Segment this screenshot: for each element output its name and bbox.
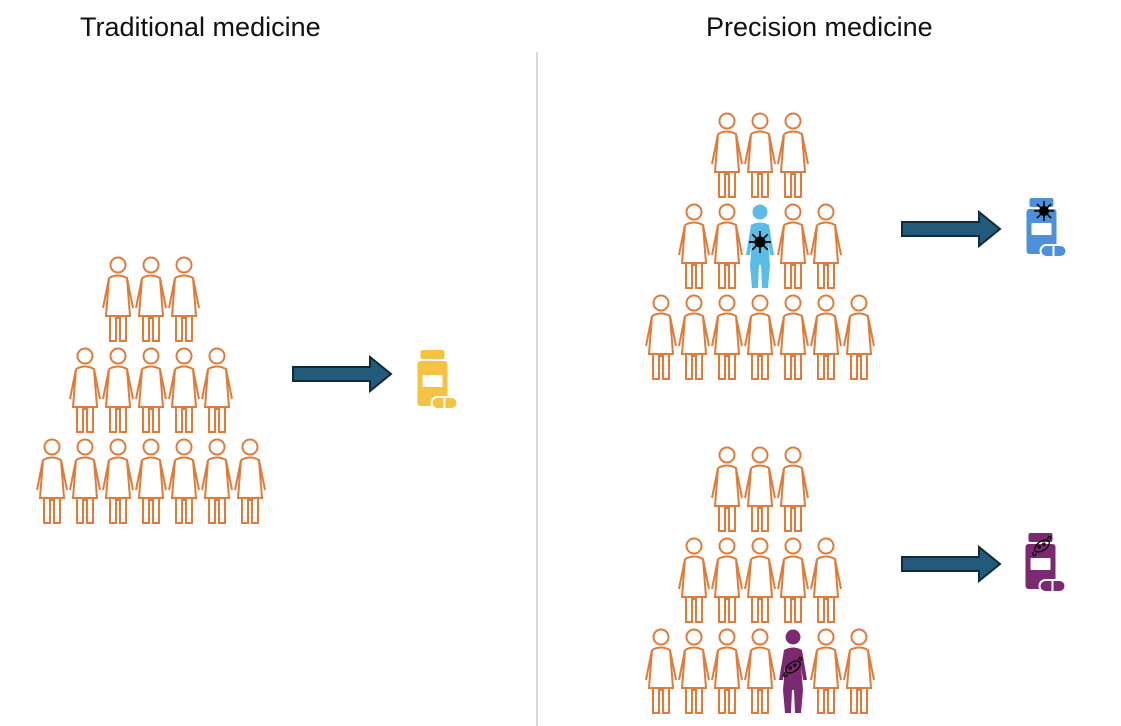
person-icon <box>168 347 200 433</box>
person-icon <box>744 537 776 623</box>
person-icon <box>744 294 776 380</box>
person-icon <box>69 438 101 524</box>
person-icon <box>135 347 167 433</box>
section-divider <box>536 52 538 726</box>
precision-virus-patient-group <box>645 112 875 380</box>
person-icon <box>711 446 743 532</box>
person-icon <box>36 438 68 524</box>
person-icon <box>711 112 743 198</box>
person-icon <box>810 537 842 623</box>
person-icon <box>645 628 677 714</box>
virus-targeted-medicine-bottle-icon <box>1025 198 1068 259</box>
person-icon <box>810 294 842 380</box>
person-icon <box>777 446 809 532</box>
person-icon <box>69 347 101 433</box>
person-icon <box>744 628 776 714</box>
person-icon <box>135 256 167 342</box>
person-icon <box>810 628 842 714</box>
person-icon <box>678 628 710 714</box>
generic-medicine-bottle-icon <box>416 350 459 411</box>
person-icon <box>711 294 743 380</box>
traditional-medicine-title: Traditional medicine <box>80 12 321 42</box>
person-icon <box>843 628 875 714</box>
person-icon <box>744 446 776 532</box>
bacteria-targeted-medicine-bottle-icon <box>1024 533 1067 594</box>
person-icon <box>744 112 776 198</box>
precision-bacteria-arrow <box>901 544 1002 584</box>
person-icon <box>201 438 233 524</box>
person-icon <box>711 628 743 714</box>
traditional-patient-group <box>36 256 266 524</box>
person-icon <box>234 438 266 524</box>
person-icon <box>711 203 743 289</box>
person-icon <box>135 438 167 524</box>
person-icon <box>201 347 233 433</box>
traditional-arrow <box>292 354 393 394</box>
person-icon <box>102 347 134 433</box>
person-icon <box>711 537 743 623</box>
person-icon <box>102 438 134 524</box>
precision-bacteria-patient-group <box>645 446 875 714</box>
person-icon <box>102 256 134 342</box>
person-icon <box>168 438 200 524</box>
person-icon <box>843 294 875 380</box>
virus-icon <box>749 231 771 253</box>
precision-medicine-title: Precision medicine <box>706 12 933 42</box>
person-icon <box>678 203 710 289</box>
precision-virus-arrow <box>901 209 1002 249</box>
person-icon <box>777 112 809 198</box>
person-icon <box>645 294 677 380</box>
person-icon <box>777 203 809 289</box>
person-icon <box>678 537 710 623</box>
person-icon <box>678 294 710 380</box>
virus-icon <box>1034 201 1054 221</box>
highlighted-patient-icon <box>779 629 807 713</box>
person-icon <box>168 256 200 342</box>
person-icon <box>810 203 842 289</box>
person-icon <box>777 294 809 380</box>
person-icon <box>777 537 809 623</box>
